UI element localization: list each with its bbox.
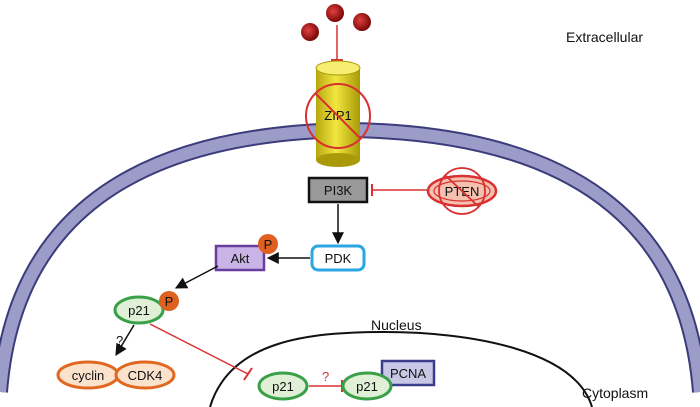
pten-blocked-circle bbox=[438, 167, 486, 215]
akt-box bbox=[214, 244, 266, 272]
zinc-ions bbox=[301, 4, 371, 41]
pdk-label: PDK bbox=[325, 251, 352, 266]
p21-nuclear-right-node bbox=[341, 371, 393, 401]
pi3k-label: PI3K bbox=[324, 183, 353, 198]
cdk4-node bbox=[114, 360, 176, 390]
pcna-label: PCNA bbox=[390, 366, 426, 381]
p21-nuclear-right-label: p21 bbox=[356, 379, 378, 394]
p21-cyto-node bbox=[113, 295, 165, 325]
zip1-blocked-circle bbox=[305, 83, 371, 149]
zinc-ion bbox=[301, 23, 319, 41]
akt-label: Akt bbox=[231, 251, 250, 266]
cdk4-label: CDK4 bbox=[128, 368, 163, 383]
p21-nuclear-inhibit-bar bbox=[243, 367, 253, 381]
p21-to-cyclin-arrow bbox=[115, 324, 135, 357]
akt-phospho-label: P bbox=[264, 237, 273, 252]
zinc-ion bbox=[353, 13, 371, 31]
pdk-box bbox=[310, 244, 366, 272]
nuclear-envelope bbox=[209, 330, 593, 407]
p21-nuclear-left-node bbox=[257, 371, 309, 401]
akt-to-p21-arrow bbox=[174, 265, 219, 289]
cyclin-question-mark: ? bbox=[116, 333, 123, 348]
zip1-transporter: ZIP1 bbox=[305, 60, 371, 167]
pten-node: PTEN bbox=[426, 167, 498, 215]
zip1-blocked-slash bbox=[315, 93, 361, 139]
pi3k-box bbox=[307, 176, 369, 204]
akt-phospho-circle bbox=[258, 234, 278, 254]
p21-phospho-circle bbox=[159, 291, 179, 311]
p21-nuclear-inhibit-line bbox=[149, 323, 249, 375]
nuclear-question-mark: ? bbox=[322, 369, 329, 384]
cyclin-label: cyclin bbox=[72, 368, 105, 383]
extracellular-label: Extracellular bbox=[566, 29, 643, 45]
cytoplasm-label: Cytoplasm bbox=[582, 385, 648, 401]
nucleus-label: Nucleus bbox=[371, 317, 422, 333]
zinc-ion bbox=[326, 4, 344, 22]
p21-phospho-label: P bbox=[165, 294, 174, 309]
pten-blocked-slash bbox=[444, 174, 480, 208]
p21-nuclear-left-label: p21 bbox=[272, 379, 294, 394]
p21-cyto-label: p21 bbox=[128, 303, 150, 318]
